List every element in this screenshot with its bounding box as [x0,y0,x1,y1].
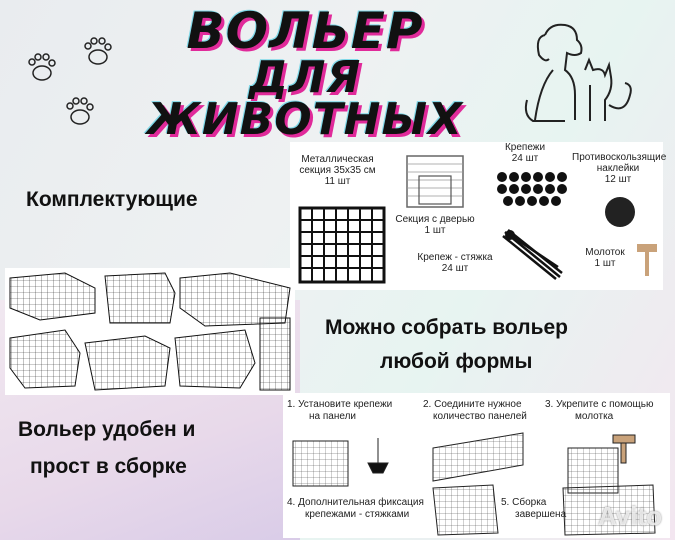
step-5-line-a: 5. Сборка [501,497,547,508]
fasteners-image [497,172,567,206]
grid-section-image [298,206,386,284]
step-5-line-b: завершена [515,508,567,520]
hammer-caption-a: Молоток [585,247,625,258]
enclosure-shapes-drawing [9,272,291,391]
any-shape-label-1: Можно собрать вольер [325,316,568,339]
ties-caption-b: 24 шт [441,263,469,274]
step-3-line-b: молотка [575,410,614,422]
hammer-caption: Молоток 1 шт [580,247,630,269]
step-4-line-a: 4. Дополнительная фиксация [287,497,424,508]
fasteners-caption: Крепежи 24 шт [490,142,560,164]
stickers-caption-c: 12 шт [604,174,632,185]
stickers-caption: Противоскользящие наклейки 12 шт [572,152,667,185]
door-caption: Секция с дверью 1 шт [385,214,485,236]
sticker-image [605,197,635,227]
door-section-image [406,155,464,208]
section-caption: Металлическая секция 35х35 см 11 шт [290,154,385,187]
title-line-1: ВОЛЬЕР [186,2,424,60]
easy-label-1: Вольер удобен и [18,418,196,441]
fasteners-caption-a: Крепежи [504,142,546,153]
step-3-line-a: 3. Укрепите с помощью [545,399,654,410]
stickers-caption-b: наклейки [596,163,640,174]
components-label: Комплектующие [26,188,198,211]
ties-caption: Крепеж - стяжка 24 шт [410,252,500,274]
section-caption-a: Металлическая [301,154,374,165]
hammer-image [637,244,657,276]
hammer-caption-b: 1 шт [594,258,616,269]
title-line-3: ЖИВОТНЫХ [147,94,463,145]
step-2-line-a: 2. Соедините нужное [423,399,522,410]
enclosure-shapes-image [5,268,295,395]
section-caption-b: секция 35х35 см [299,165,376,176]
avito-watermark: Avito [597,501,662,531]
title-line-2: ДЛЯ [248,52,362,103]
step-1-line-b: на панели [309,410,357,422]
step-2-line-b: количество панелей [433,410,527,422]
fasteners-caption-b: 24 шт [511,153,539,164]
paw-prints-icon [28,37,112,125]
ties-caption-a: Крепеж - стяжка [417,252,493,263]
dog-cat-outline-icon [524,23,632,122]
step-4-line-b: крепежами - стяжками [305,508,410,520]
door-caption-b: 1 шт [424,225,446,236]
section-caption-c: 11 шт [324,176,351,187]
parts-panel: Металлическая секция 35х35 см 11 шт Секц… [290,142,667,290]
door-caption-a: Секция с дверью [395,214,475,225]
cable-ties-image [502,229,563,280]
stickers-caption-a: Противоскользящие [572,152,667,163]
step-1-line-a: 1. Установите крепежи [287,399,393,410]
assembly-steps-drawing [292,432,656,536]
any-shape-label-2: любой формы [380,350,533,373]
easy-label-2: прост в сборке [30,455,187,478]
